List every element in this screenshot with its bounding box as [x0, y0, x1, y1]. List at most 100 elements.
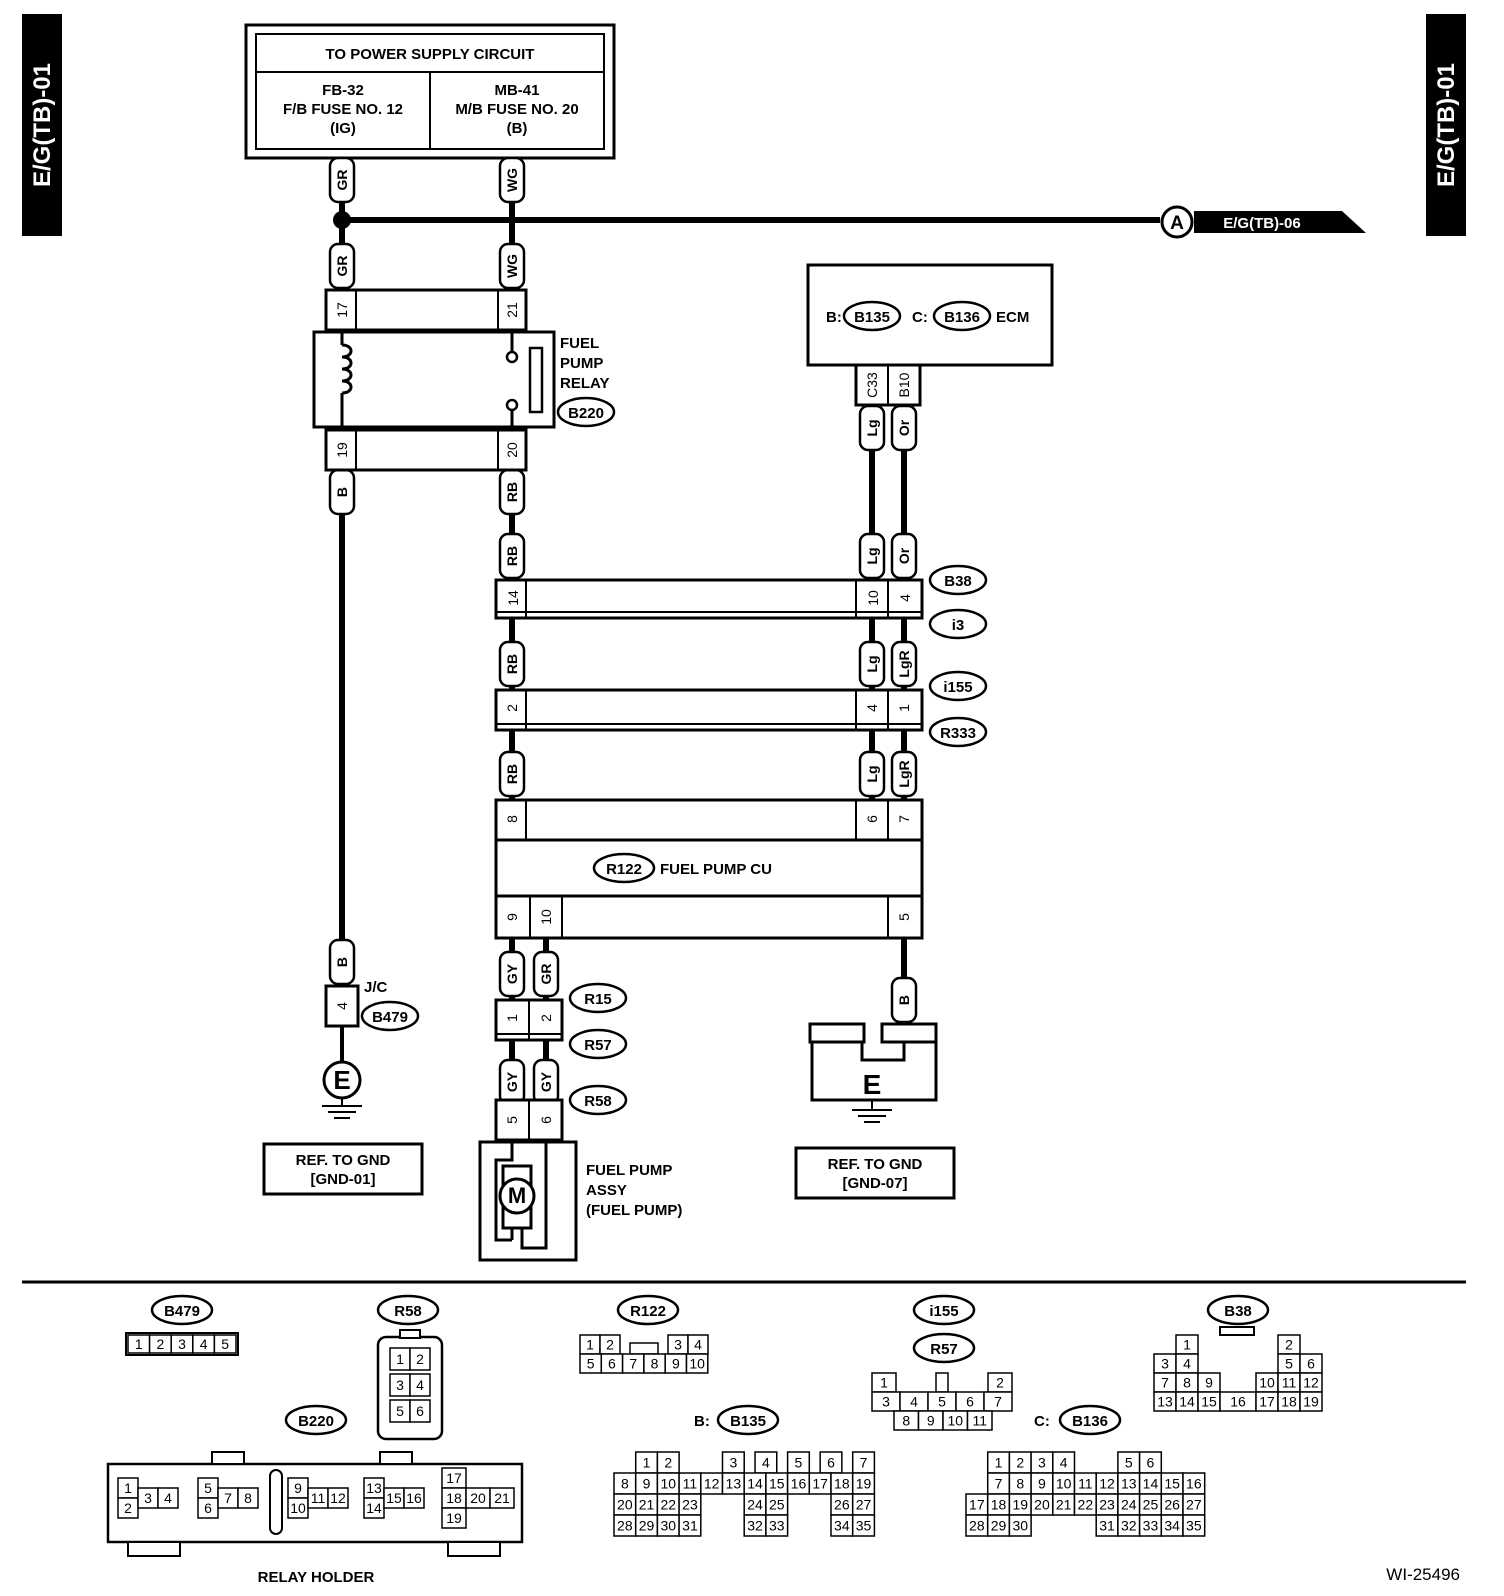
pin-number: 2 [664, 1455, 672, 1471]
svg-text:R15: R15 [584, 991, 612, 1008]
pin-number: 32 [1121, 1518, 1137, 1534]
view-b38-label: B38 [1224, 1303, 1252, 1320]
pin-number: 13 [1157, 1394, 1173, 1410]
pin-number: 9 [1038, 1476, 1046, 1492]
pin-number: 14 [747, 1476, 763, 1492]
svg-text:REF. TO GND: REF. TO GND [828, 1156, 923, 1173]
svg-text:B10: B10 [896, 372, 912, 397]
pin-number: 14 [1179, 1394, 1195, 1410]
pin-number: 35 [856, 1518, 872, 1534]
svg-text:5: 5 [896, 913, 912, 921]
svg-text:GR: GR [538, 964, 554, 985]
svg-text:14: 14 [505, 590, 521, 606]
pin-number: 4 [1060, 1455, 1068, 1471]
pin-number: 5 [938, 1394, 946, 1410]
pin-number: 3 [178, 1336, 186, 1352]
pin-number: 9 [672, 1356, 680, 1372]
view-i155-label-ellipse [912, 1294, 976, 1326]
splice-dot [333, 211, 351, 229]
fuel-pump-assy: 5 6 R58 M FUEL PUMP ASSY (FUEL PUMP) [478, 1084, 682, 1262]
pin-cell [1299, 1391, 1323, 1412]
pin-number: 33 [769, 1518, 785, 1534]
pin-number: 4 [694, 1337, 702, 1353]
pin-number: 27 [1186, 1497, 1202, 1513]
pin-number: 3 [882, 1394, 890, 1410]
pin-number: 31 [682, 1518, 698, 1534]
pin-cell [765, 1514, 789, 1537]
pin-number: 4 [762, 1455, 770, 1471]
fuel-pump-cu: 8 6 7 R122 FUEL PUMP CU 9 10 5 [494, 798, 924, 940]
pin-cell [237, 1487, 259, 1509]
view-b220-label-ellipse [284, 1404, 348, 1436]
svg-text:R58: R58 [584, 1093, 612, 1110]
pin-number: 22 [660, 1497, 676, 1513]
svg-text:FUEL PUMP CU: FUEL PUMP CU [660, 861, 772, 878]
wire-tags: GR WG GR WG B RB RB Lg Or Lg Or RB Lg Lg… [328, 156, 918, 1106]
figure-id: WI-25496 [1386, 1565, 1460, 1584]
side-label-right: E/G(TB)-01 [1426, 14, 1466, 236]
view-b136-label: B136 [1072, 1413, 1108, 1430]
svg-text:6: 6 [538, 1116, 554, 1124]
svg-text:ASSY: ASSY [586, 1182, 627, 1199]
svg-text:[GND-07]: [GND-07] [842, 1175, 907, 1192]
pin-number: 2 [1016, 1455, 1024, 1471]
pin-cell [403, 1487, 425, 1509]
svg-text:B: B [334, 487, 350, 497]
view-b220-label: B220 [298, 1413, 334, 1430]
pin-cell [213, 1334, 237, 1354]
pin-number: 15 [769, 1476, 785, 1492]
pin-number: 9 [927, 1413, 935, 1429]
pin-number: 24 [1121, 1497, 1137, 1513]
pin-number: 6 [1147, 1455, 1155, 1471]
pin-number: 21 [639, 1497, 655, 1513]
svg-text:LgR: LgR [896, 760, 912, 787]
svg-text:E/G(TB)-01: E/G(TB)-01 [29, 63, 56, 187]
svg-text:GY: GY [504, 963, 520, 984]
pin-number: 34 [1164, 1518, 1180, 1534]
pin-number: 10 [290, 1500, 306, 1516]
pin-number: 17 [446, 1470, 462, 1486]
pin-number: 15 [386, 1490, 402, 1506]
pin-number: 1 [880, 1375, 888, 1391]
pin-number: 2 [157, 1336, 165, 1352]
pin-number: 22 [1078, 1497, 1094, 1513]
pin-number: 1 [643, 1455, 651, 1471]
pin-number: 29 [991, 1518, 1007, 1534]
svg-text:1: 1 [504, 1014, 520, 1022]
svg-text:4: 4 [334, 1002, 350, 1010]
fuse-right-line1: MB-41 [494, 82, 539, 99]
pin-number: 19 [446, 1510, 462, 1526]
pin-number: 18 [991, 1497, 1007, 1513]
pin-number: 18 [446, 1490, 462, 1506]
pin-number: 25 [1143, 1497, 1159, 1513]
pin-cell [157, 1487, 179, 1509]
svg-text:B: B [334, 957, 350, 967]
pin-number: 8 [621, 1476, 629, 1492]
pin-number: 11 [311, 1490, 326, 1506]
view-r58-label-ellipse [376, 1294, 440, 1326]
pin-number: 11 [1282, 1375, 1297, 1391]
pin-number: 12 [1099, 1476, 1115, 1492]
svg-text:10: 10 [865, 590, 881, 606]
pin-number: 14 [1143, 1476, 1159, 1492]
fuse-left-line1: FB-32 [322, 82, 364, 99]
pin-number: 24 [747, 1497, 763, 1513]
pin-number: 7 [995, 1476, 1003, 1492]
view-b136-label-ellipse [1058, 1404, 1122, 1436]
pin-number: 16 [406, 1490, 422, 1506]
pin-number: 7 [994, 1394, 1002, 1410]
pin-cell [409, 1373, 431, 1397]
view-i155-label: i155 [929, 1303, 958, 1320]
pin-number: 4 [910, 1394, 918, 1410]
pin-number: 15 [1164, 1476, 1180, 1492]
fuse-left-line3: (IG) [330, 120, 356, 137]
svg-text:17: 17 [334, 302, 350, 318]
pin-number: 14 [366, 1500, 382, 1516]
pin-number: 2 [606, 1337, 614, 1353]
power-supply-box: TO POWER SUPPLY CIRCUIT FB-32 F/B FUSE N… [244, 23, 616, 160]
pin-number: 10 [689, 1356, 705, 1372]
svg-text:1: 1 [896, 704, 912, 712]
pin-number: 20 [1034, 1497, 1050, 1513]
svg-text:A: A [1170, 213, 1184, 234]
